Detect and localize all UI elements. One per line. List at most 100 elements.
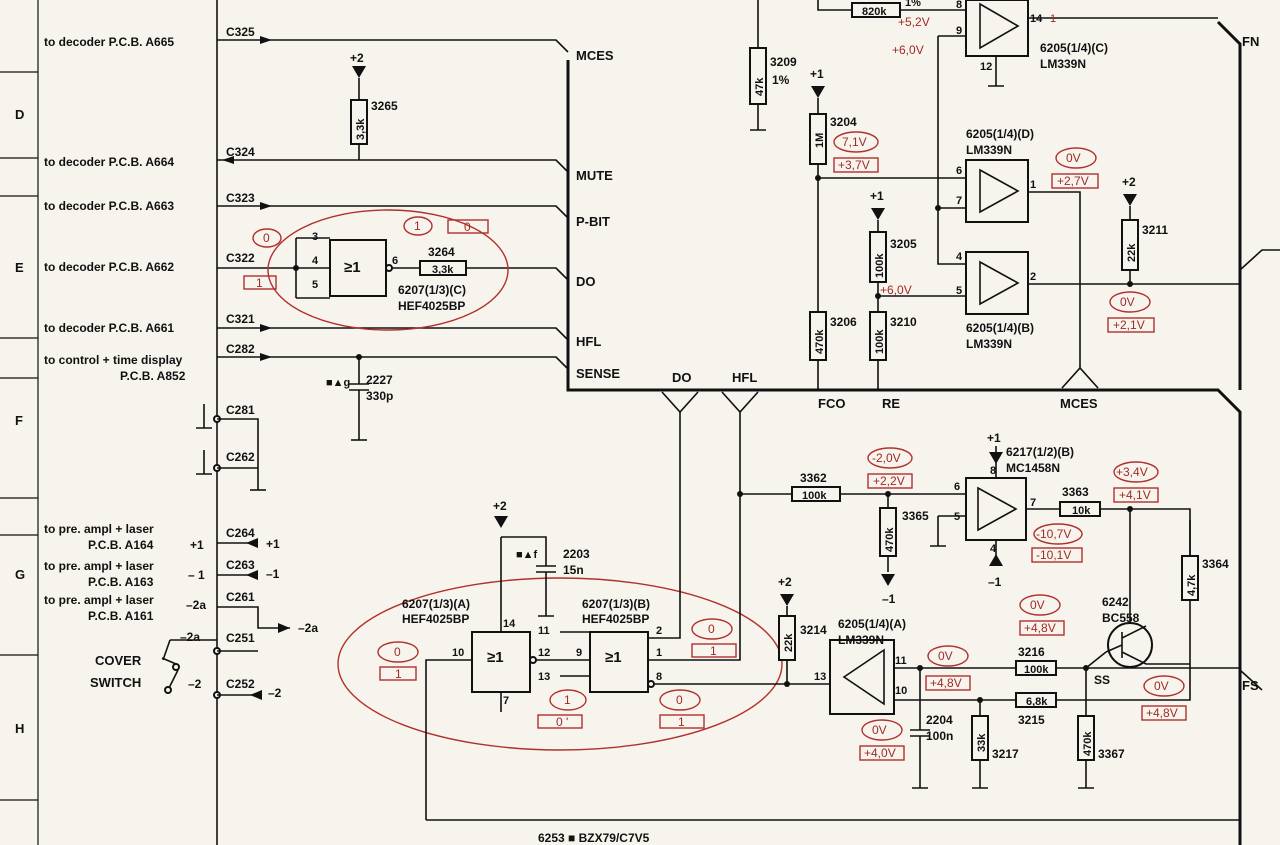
r3362-ref: 3362 xyxy=(800,471,827,485)
g6207c-out-state-0: 0 xyxy=(464,220,471,234)
c261-id: C261 xyxy=(226,590,255,604)
anno-60v-a: +6,0V xyxy=(892,43,924,57)
r3204-ref: 3204 xyxy=(830,115,857,129)
u6205d-pin-7: 7 xyxy=(956,195,962,207)
resistors-3205-3210: +1 100k 3205 100k 3210 +6,0V xyxy=(869,189,966,390)
c324-desc: to decoder P.C.B. A664 xyxy=(44,155,174,169)
bus-fs: FS xyxy=(1242,678,1259,693)
u6205a-ref: 6205(1/4)(A) xyxy=(838,617,906,631)
u6205a-pin-13: 13 xyxy=(814,671,826,683)
r3204-value: 1M xyxy=(814,133,826,148)
power-3211: +2 xyxy=(1122,175,1136,189)
r3365-value: 470k xyxy=(884,527,896,552)
bus-do-tap: DO xyxy=(672,370,692,385)
row-label-g: G xyxy=(15,567,25,582)
u6205b-type: LM339N xyxy=(966,337,1012,351)
c264-desc-1: to pre. ampl + laser xyxy=(44,522,154,536)
g6207a-ref: 6207(1/3)(A) xyxy=(402,597,470,611)
r3265-value: 3,3k xyxy=(355,118,367,140)
c252-out: –2 xyxy=(268,686,282,700)
anno-41v: +4,1V xyxy=(1119,488,1151,502)
c2204-value: 100n xyxy=(926,729,953,743)
bus-fn: FN xyxy=(1242,34,1259,49)
anno-0v-b: 0V xyxy=(1120,295,1135,309)
anno-60v-b: +6,0V xyxy=(880,283,912,297)
power-6217-pos: +1 xyxy=(987,431,1001,445)
resistor-3209: 47k 3209 1% xyxy=(749,0,797,131)
g6207b-pin-11: 11 xyxy=(538,625,550,637)
c264-desc-2: P.C.B. A164 xyxy=(88,538,154,552)
anno-40v: +4,0V xyxy=(864,746,896,760)
g6207b-pin-13: 13 xyxy=(538,671,550,683)
anno-48v-f: +4,8V xyxy=(1146,706,1178,720)
u6205c-pin-8: 8 xyxy=(956,0,962,11)
g6207a-in-state-1: 1 xyxy=(395,667,402,681)
g6207a-symbol: ≥1 xyxy=(487,649,504,666)
u6217-pin-5: 5 xyxy=(954,511,960,523)
row-label-d: D xyxy=(15,107,24,122)
supply-rails xyxy=(161,538,290,700)
u6205c-ref: 6205(1/4)(C) xyxy=(1040,41,1108,55)
r3367-ref: 3367 xyxy=(1098,747,1125,761)
anno-71v: 7,1V xyxy=(842,135,867,149)
u6205c-pin-12: 12 xyxy=(980,61,992,73)
g6207a-in-state-0: 0 xyxy=(394,645,401,659)
row-label-h: H xyxy=(15,721,24,736)
anno-m20v: -2,0V xyxy=(872,451,901,465)
row-label-e: E xyxy=(15,260,24,275)
capacitor-2227: ■▲g 2227 330p xyxy=(326,354,393,441)
c322-id: C322 xyxy=(226,251,255,265)
u6205b-pin-2: 2 xyxy=(1030,271,1036,283)
u6205b-pin-4: 4 xyxy=(956,251,963,263)
g6207a-pin-in: 10 xyxy=(452,647,464,659)
g6207c-pin-4: 4 xyxy=(312,255,319,267)
u6205d-pin-6: 6 xyxy=(956,165,962,177)
c263-out: –1 xyxy=(266,567,280,581)
resistors-3204-3206: +1 1M 3204 470k 3206 7,1V +3,7V xyxy=(809,67,966,390)
transistor-6242: 6242 BC558 xyxy=(1102,508,1190,668)
u6217-pin-4: 4 xyxy=(990,543,997,555)
r3363-ref: 3363 xyxy=(1062,485,1089,499)
r3206-value: 470k xyxy=(814,329,826,354)
r3216-ref: 3216 xyxy=(1018,645,1045,659)
c263-pin: – 1 xyxy=(188,568,205,582)
anno-27v: +2,7V xyxy=(1057,174,1089,188)
c325-desc: to decoder P.C.B. A665 xyxy=(44,35,174,49)
bus-hfl: HFL xyxy=(576,334,601,349)
anno-22v: +2,2V xyxy=(873,474,905,488)
c2227-value: 330p xyxy=(366,389,393,403)
connector-labels: to decoder P.C.B. A665 C325 to decoder P… xyxy=(44,25,318,700)
cover-switch-label-2: SWITCH xyxy=(90,675,141,690)
r3264-value: 3,3k xyxy=(432,264,454,276)
r820-value: 820k xyxy=(862,6,887,18)
u6217-pin-6: 6 xyxy=(954,481,960,493)
c2227-ref: 2227 xyxy=(366,373,393,387)
node-ss: SS xyxy=(1094,673,1110,687)
g6207b-in-state-0: 0 ' xyxy=(556,715,568,729)
u6205c-pin-1: 1 xyxy=(1050,13,1056,25)
r3214-value: 22k xyxy=(783,633,795,652)
c282-desc-1: to control + time display xyxy=(44,353,183,367)
g6207c-in-state-0: 0 xyxy=(263,231,270,245)
anno-48v-a: +4,8V xyxy=(930,676,962,690)
bus-mces-out: MCES xyxy=(1060,396,1098,411)
opamp-6217: 100k 3362 470k 3365 –1 6 5 7 8 4 6217(1/… xyxy=(737,431,1229,606)
c263-desc-1: to pre. ampl + laser xyxy=(44,559,154,573)
r3210-value: 100k xyxy=(874,329,886,354)
u6217-type: MC1458N xyxy=(1006,461,1060,475)
c261-desc-1: to pre. ampl + laser xyxy=(44,593,154,607)
bus-hfl-tap: HFL xyxy=(732,370,757,385)
c264-pin: +1 xyxy=(190,538,204,552)
g6207b-ref: 6207(1/3)(B) xyxy=(582,597,650,611)
t6242-ref: 6242 xyxy=(1102,595,1129,609)
c252-id: C252 xyxy=(226,677,255,691)
c324-id: C324 xyxy=(226,145,255,159)
c323-desc: to decoder P.C.B. A663 xyxy=(44,199,174,213)
c325-id: C325 xyxy=(226,25,255,39)
r3211-value: 22k xyxy=(1126,243,1138,262)
g6207b-pin-2: 2 xyxy=(656,625,662,637)
u6205a-pin-10: 10 xyxy=(895,685,907,697)
u6217-pin-7: 7 xyxy=(1030,497,1036,509)
c281-id: C281 xyxy=(226,403,255,417)
g6207b-in-state-1: 1 xyxy=(564,693,571,707)
